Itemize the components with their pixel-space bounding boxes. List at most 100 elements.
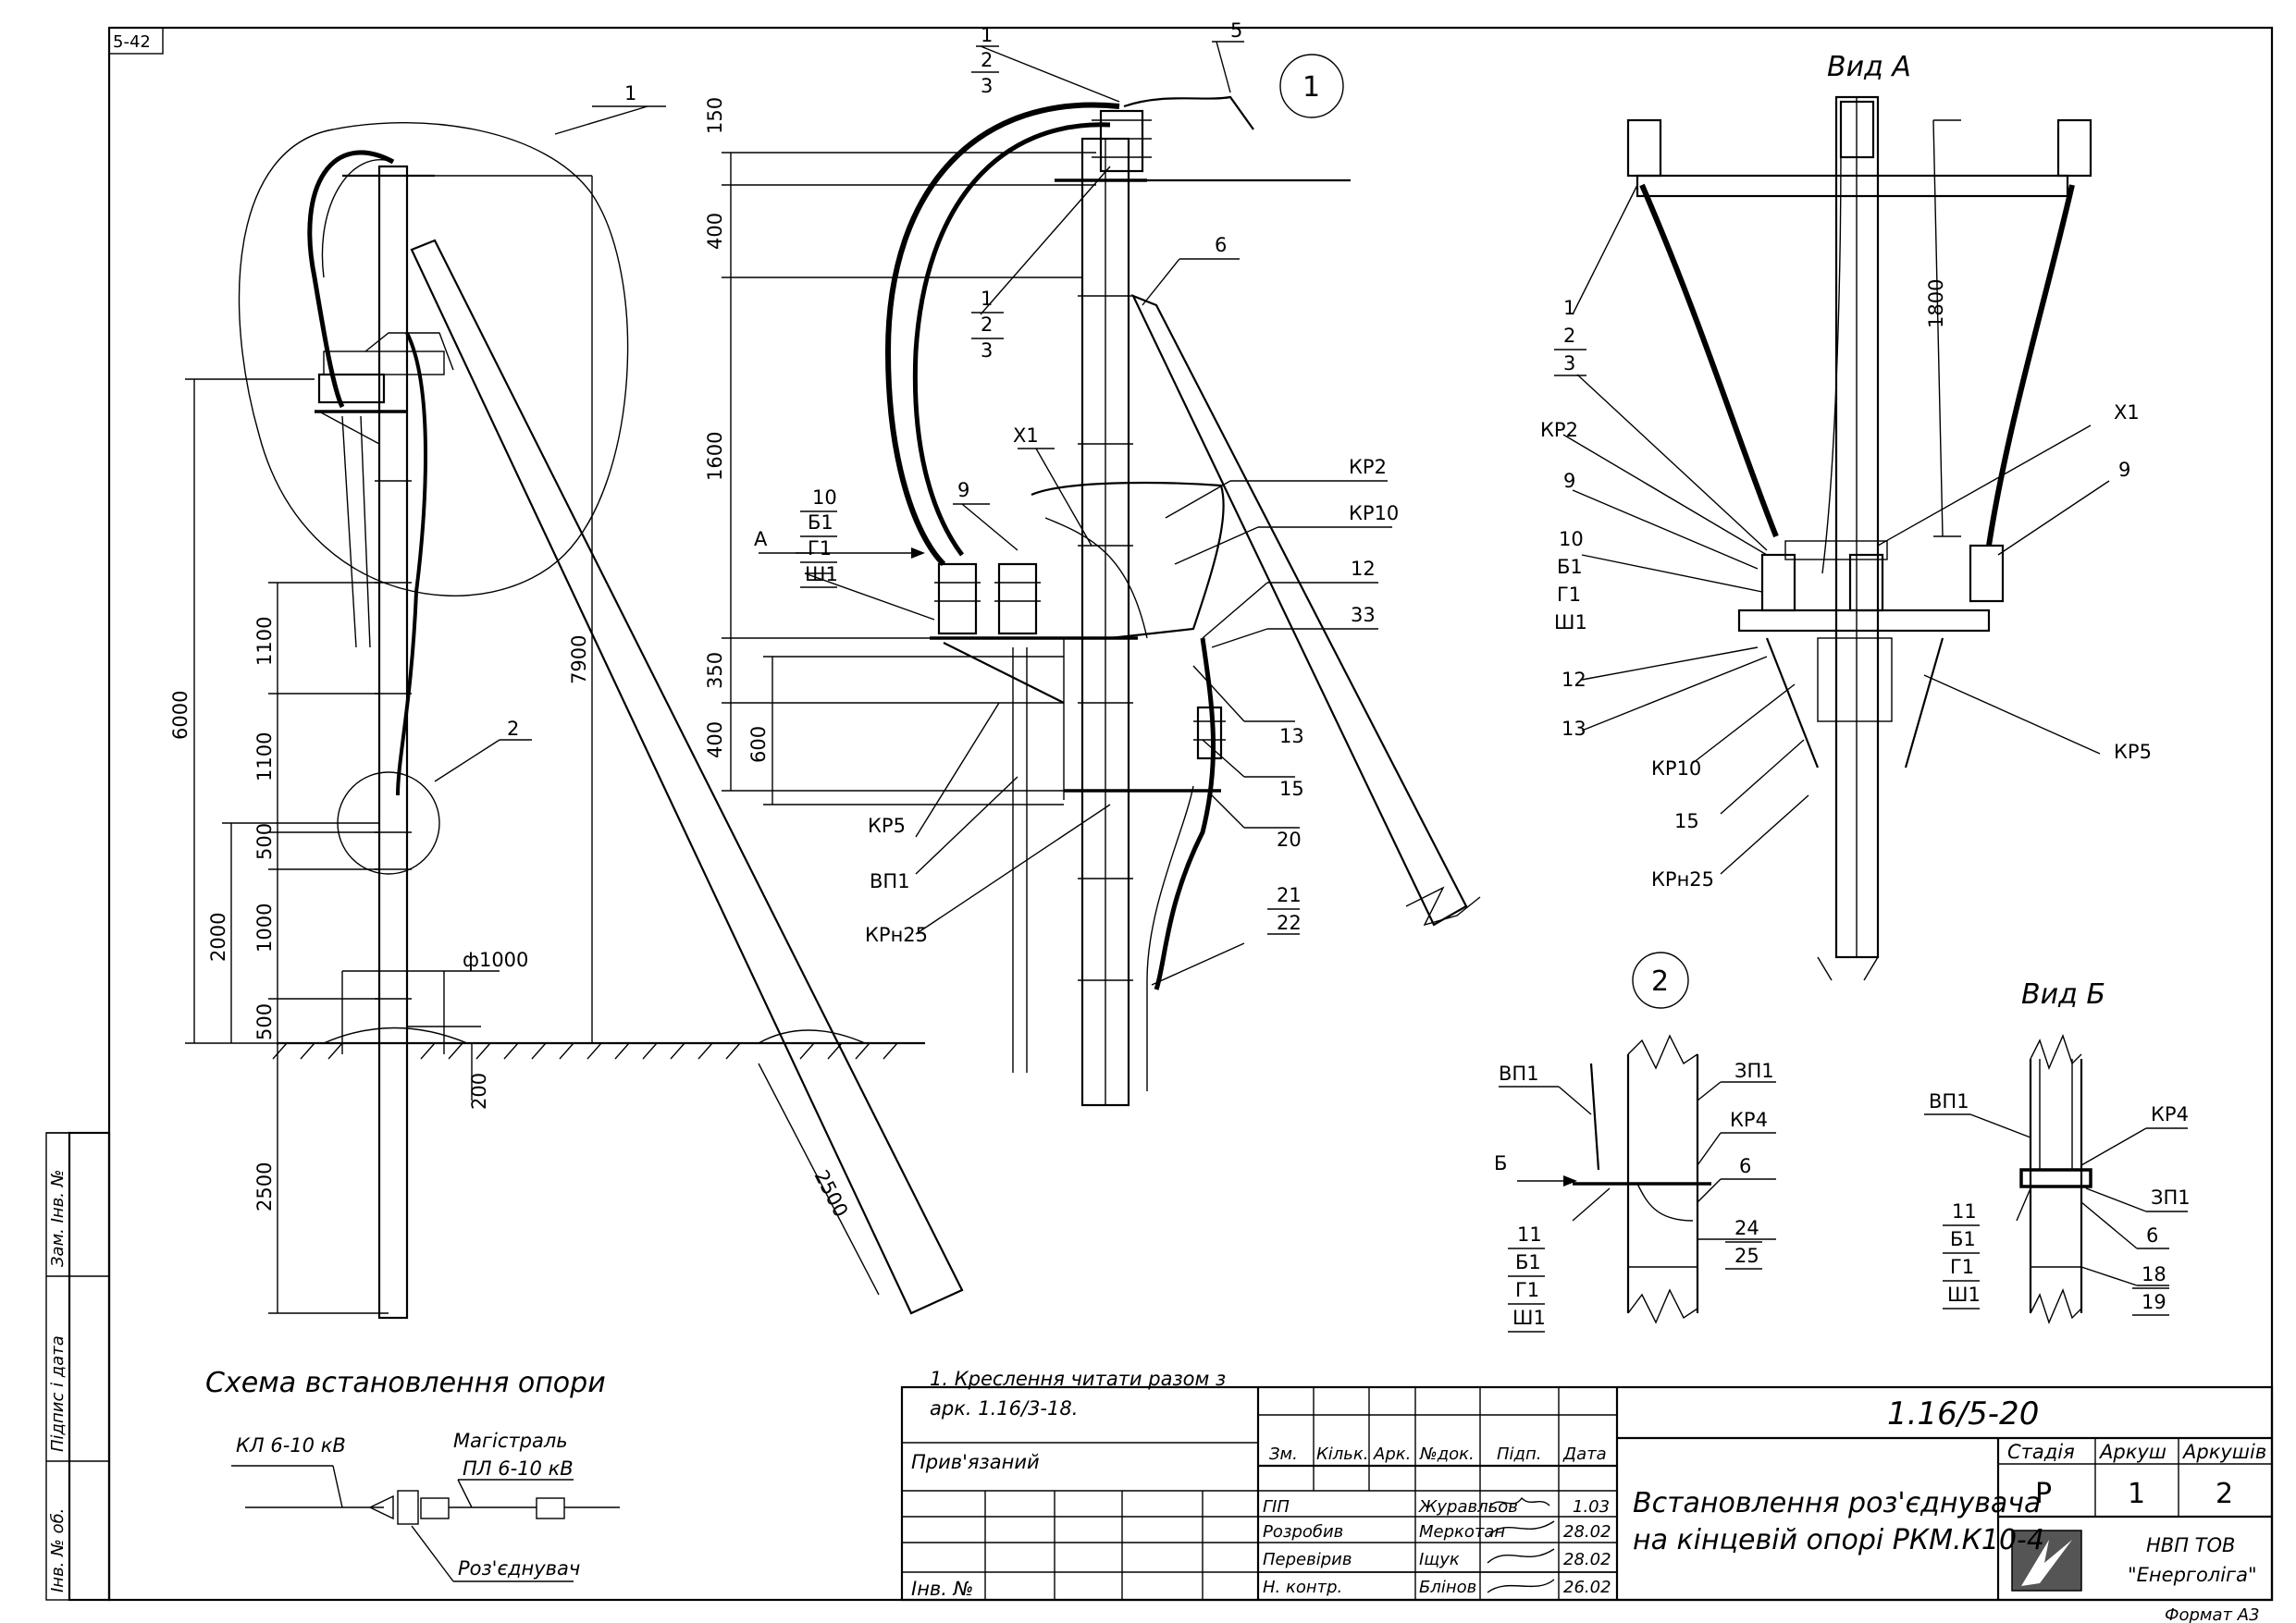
row-3-role: Н. контр.: [1263, 1578, 1342, 1597]
org-line-1: НВП ТОВ: [2146, 1534, 2235, 1556]
side-stamp-cell-1: Зам. Інв. №: [48, 1170, 68, 1267]
view-a-mark-9: 9: [1563, 470, 1575, 492]
detail-1-mark-1a: 1: [981, 24, 993, 46]
detail-2: 2 ВП1 ЗП1 КР4 6 Б 11 Б1 Г1 Ш1 24 2: [1494, 952, 1776, 1333]
scheme-title: Схема встановлення опори: [205, 1367, 606, 1399]
detail-1-mark-15: 15: [1279, 778, 1304, 800]
left-dim-7900: 7900: [568, 635, 590, 684]
format-label: Формат А3: [2165, 1605, 2260, 1623]
view-a-mark-2: 2: [1563, 325, 1575, 347]
view-a-mark-3: 3: [1563, 352, 1575, 375]
scheme-kl: КЛ 6-10 кВ: [236, 1434, 346, 1457]
left-dim-1000: 1000: [253, 904, 276, 953]
org-logo: [2011, 1530, 2082, 1592]
col-data: Дата: [1562, 1445, 1607, 1464]
detail-1-mark-3a: 3: [981, 75, 993, 97]
detail-1-dim-400: 400: [704, 213, 726, 250]
view-a-mark-10: 10: [1559, 528, 1584, 550]
detail-1-mark-6: 6: [1215, 234, 1227, 256]
detail-1-mark-kr10: КР10: [1349, 502, 1399, 524]
left-dim-500b: 500: [253, 1003, 276, 1040]
detail-1-dim-350: 350: [704, 652, 726, 689]
detail-1-dim-600: 600: [747, 726, 770, 763]
left-dim-500a: 500: [253, 823, 276, 860]
left-dim-1100b: 1100: [253, 732, 276, 781]
view-b-mark-b1: Б1: [1950, 1228, 1976, 1250]
view-b-mark-18: 18: [2142, 1263, 2166, 1285]
detail-2-mark-vp1: ВП1: [1499, 1063, 1539, 1085]
view-b-title: Вид Б: [2021, 978, 2105, 1011]
left-dim-1100a: 1100: [253, 617, 276, 666]
side-stamp-cell-3: Інв. № об.: [48, 1508, 68, 1592]
detail-1-mark-5: 5: [1230, 19, 1242, 42]
left-dim-2500: 2500: [253, 1162, 276, 1211]
detail-2-mark-11: 11: [1517, 1223, 1542, 1246]
row-2-role: Перевірив: [1263, 1550, 1352, 1569]
detail-2-mark-b: Б: [1494, 1152, 1507, 1174]
view-a-mark-sh1: Ш1: [1554, 611, 1587, 633]
detail-1-mark-20: 20: [1277, 829, 1302, 851]
row-1-date: 28.02: [1563, 1522, 1611, 1542]
detail-2-mark-g1: Г1: [1515, 1279, 1539, 1301]
detail-1-mark-22: 22: [1277, 912, 1302, 934]
detail-1-dim-400b: 400: [704, 721, 726, 758]
row-3-name: Блінов: [1419, 1578, 1476, 1597]
row-0-date: 1.03: [1573, 1497, 1610, 1517]
left-dim-200: 200: [468, 1073, 490, 1110]
bound-label: Прив'язаний: [911, 1451, 1040, 1473]
row-0-name: Журавльов: [1418, 1497, 1518, 1517]
sheets-value: 2: [2216, 1478, 2233, 1510]
detail-2-callout: 2: [1651, 965, 1669, 998]
detail-2-mark-zp1: ЗП1: [1734, 1060, 1774, 1082]
view-b-mark-g1: Г1: [1950, 1256, 1974, 1278]
detail-2-mark-25: 25: [1734, 1245, 1759, 1267]
signatures: [1487, 1496, 1555, 1593]
view-b: Вид Б ВП1 КР4 ЗП1 11 Б1 Г1 Ш1 6 18 19: [1924, 978, 2191, 1324]
detail-1-mark-33: 33: [1351, 604, 1376, 626]
view-a-mark-x1: Х1: [2114, 401, 2140, 424]
detail-1-mark-1b: 1: [981, 288, 993, 310]
view-b-mark-sh1: Ш1: [1947, 1284, 1981, 1306]
installation-scheme: Схема встановлення опори КЛ 6-10 кВ Магі…: [205, 1367, 620, 1582]
view-b-mark-11: 11: [1952, 1200, 1977, 1223]
view-b-mark-19: 19: [2142, 1291, 2166, 1313]
col-ark: Арк.: [1373, 1445, 1411, 1464]
detail-1-mark-12: 12: [1351, 558, 1376, 580]
sheet-frame: [107, 26, 2274, 1602]
detail-2-mark-6: 6: [1739, 1155, 1751, 1177]
title-line-2: на кінцевій опорі РКМ.К10-4: [1633, 1524, 2044, 1556]
sheet-label: Аркуш: [2098, 1441, 2166, 1463]
left-general-view: 6000 7900 1100 1100 500 1000 500 2000 25…: [169, 82, 964, 1320]
row-0-role: ГІП: [1263, 1497, 1290, 1517]
left-mark-1: 1: [624, 82, 636, 105]
view-a-mark-1: 1: [1563, 297, 1575, 319]
col-kilk: Кільк.: [1316, 1445, 1369, 1464]
detail-1-mark-kr2: КР2: [1349, 456, 1387, 478]
detail-1-mark-2b: 2: [981, 314, 993, 336]
detail-1-mark-b1: Б1: [808, 511, 833, 534]
detail-1-mark-vp1: ВП1: [870, 870, 910, 892]
col-ndok: №док.: [1419, 1445, 1475, 1464]
left-diameter: ф1000: [463, 949, 528, 971]
left-mark-2: 2: [507, 718, 519, 740]
left-dim-6000: 6000: [169, 691, 191, 740]
view-a-mark-9r: 9: [2118, 459, 2130, 481]
detail-1-callout: 1: [1302, 71, 1320, 104]
scheme-disconnector: Роз'єднувач: [458, 1557, 580, 1580]
detail-1-mark-2a: 2: [981, 49, 993, 71]
left-dim-2000: 2000: [207, 913, 229, 962]
detail-1-mark-13: 13: [1279, 725, 1304, 747]
org-line-2: "Енерголіга": [2128, 1564, 2257, 1586]
note-line-2: арк. 1.16/3-18.: [930, 1397, 1078, 1420]
detail-1-mark-krn25: КРн25: [865, 924, 928, 946]
row-2-date: 28.02: [1563, 1550, 1611, 1569]
view-a-title: Вид А: [1827, 51, 1911, 83]
col-zm: Зм.: [1269, 1445, 1298, 1464]
detail-1-mark-10: 10: [812, 486, 837, 509]
view-a-mark-15: 15: [1674, 810, 1699, 832]
sheets-label: Аркушів: [2181, 1441, 2266, 1463]
view-b-mark-6: 6: [2146, 1224, 2158, 1247]
detail-1-arrow-a: А: [754, 528, 768, 550]
view-a-mark-b1: Б1: [1557, 556, 1583, 578]
